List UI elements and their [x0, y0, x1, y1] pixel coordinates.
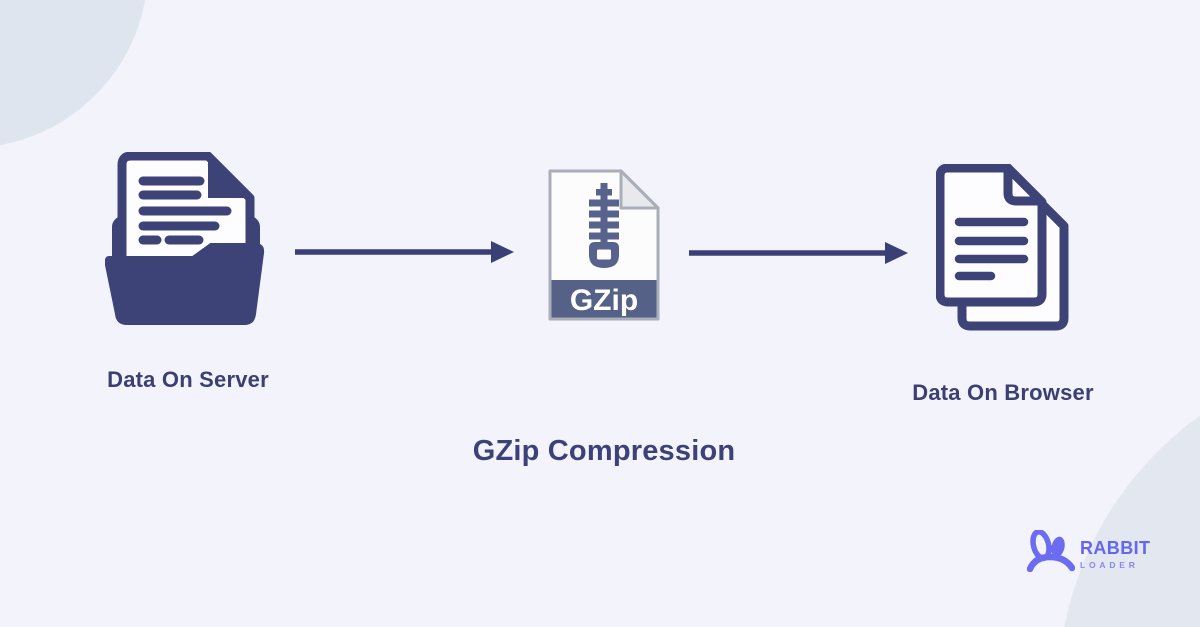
front-document-fold [1003, 164, 1046, 206]
stacked-documents-icon [936, 164, 1069, 331]
rabbit-head-band [1027, 553, 1075, 572]
diagram-title: GZip Compression [472, 435, 736, 467]
server-label: Data On Server [107, 367, 269, 392]
arrow-gzip-to-browser [689, 242, 908, 264]
arrow-head [885, 242, 908, 264]
zipper-icon [589, 183, 619, 268]
gzip-file-icon: GZip [548, 169, 660, 321]
gzip-banner-label: GZip [570, 284, 638, 317]
logo-brand: RABBIT [1080, 538, 1151, 558]
arrow-server-to-gzip [295, 241, 514, 263]
document-fold-corner [208, 156, 250, 198]
rabbit-right-ear [1051, 536, 1065, 558]
arrow-head [491, 241, 514, 263]
rabbitloader-logo: RABBIT LOADER [1027, 530, 1150, 572]
decor-circle-top-left [0, 0, 148, 148]
gzip-file-border-overlay [548, 169, 660, 321]
gzip-banner [551, 280, 657, 318]
logo-text: RABBIT LOADER [1080, 539, 1150, 570]
document-text-lines [954, 217, 1029, 281]
logo-subbrand: LOADER [1080, 560, 1139, 570]
folder-front-panel [105, 243, 265, 325]
front-document [936, 164, 1047, 307]
browser-label: Data On Browser [912, 380, 1094, 405]
folder-documents-icon [105, 152, 265, 325]
document-text-lines [138, 176, 232, 245]
rabbit-ears-icon [1027, 530, 1075, 572]
